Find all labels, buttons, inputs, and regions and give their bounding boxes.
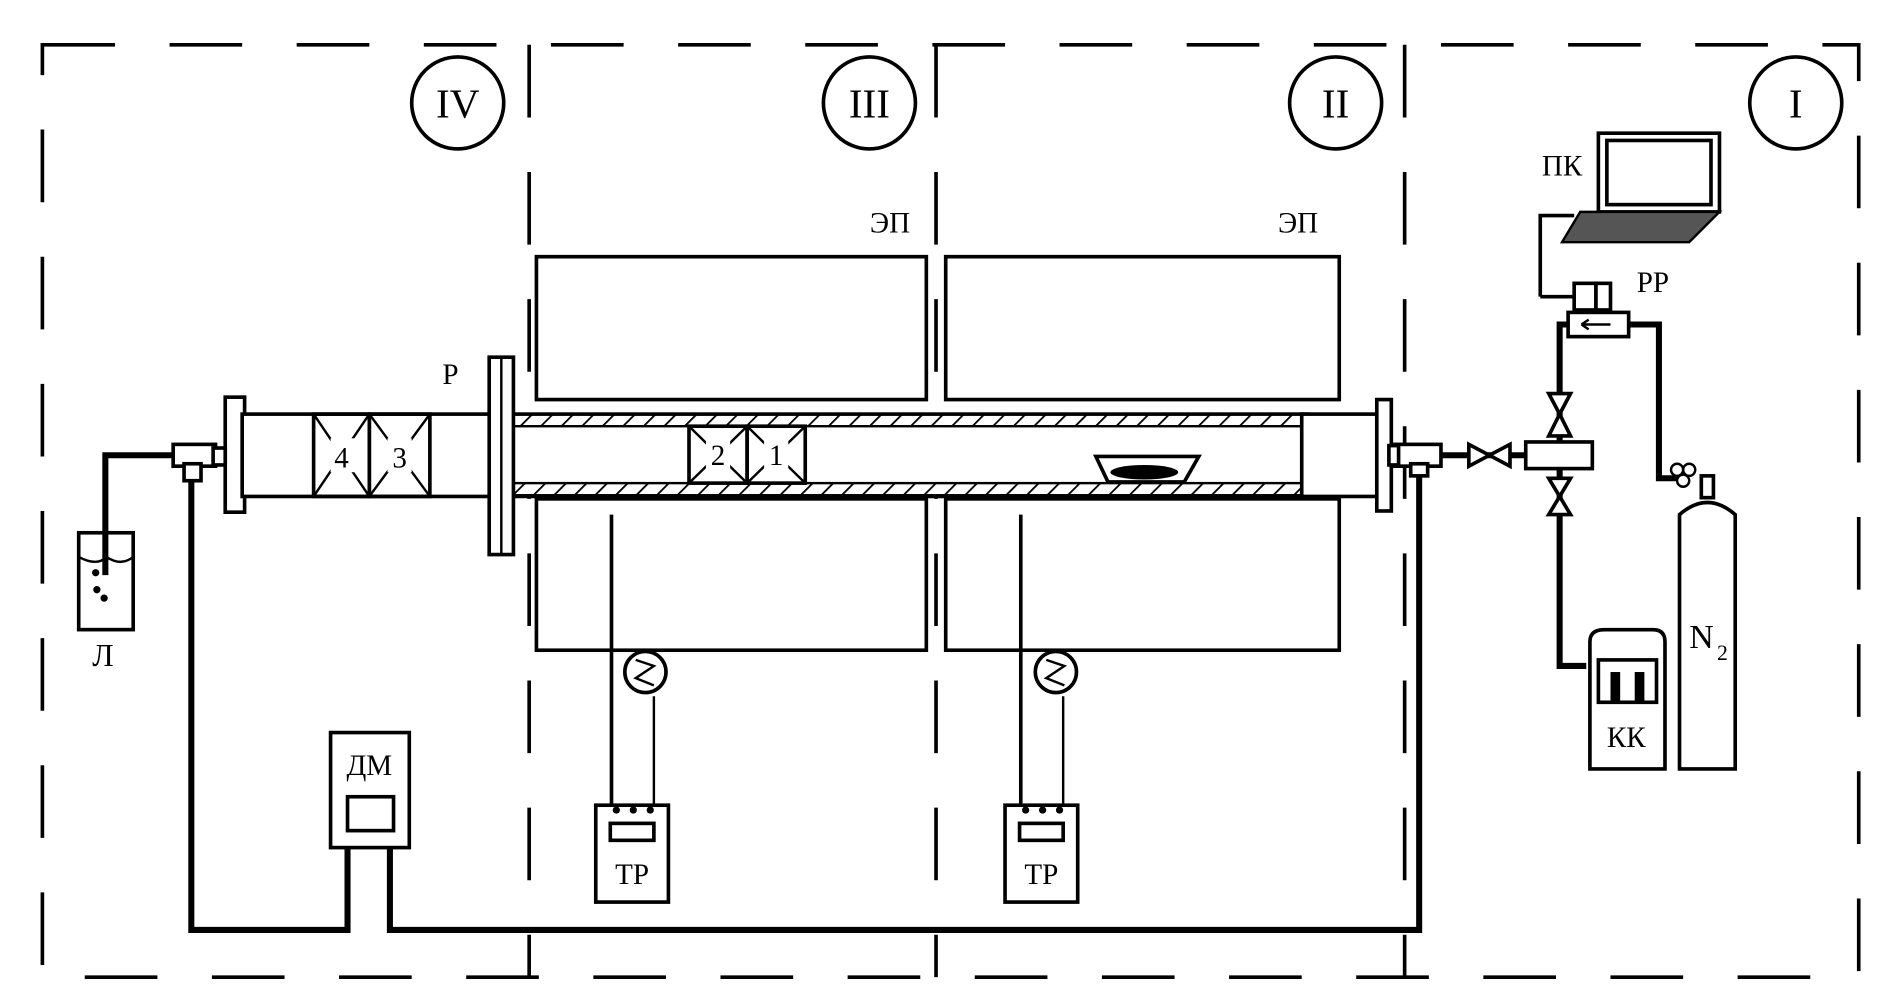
electric-furnace-1 [534, 254, 929, 653]
furnace-label-1: ЭП [870, 207, 910, 239]
gas-cylinder-n2: N 2 [1669, 462, 1738, 771]
bubbler-l [76, 530, 136, 632]
svg-text:ДМ: ДМ [346, 750, 392, 782]
svg-text:КК: КК [1607, 722, 1646, 754]
svg-text:II: II [1322, 80, 1349, 126]
laptop-pc [1559, 131, 1723, 244]
bubbler-label: Л [92, 638, 113, 673]
flange-label-p: Р [442, 359, 458, 391]
thermocouple-2: ТР [1003, 514, 1080, 904]
differential-manometer: ДМ [328, 730, 412, 850]
svg-text:N: N [1689, 619, 1713, 656]
temperature-regulator-label-2: ТР [1024, 859, 1058, 891]
svg-text:2: 2 [1717, 641, 1728, 665]
svg-text:1: 1 [769, 440, 784, 472]
sample-cassette-1: 1 [745, 424, 808, 485]
zone-label-iii: III [821, 55, 918, 151]
svg-text:2: 2 [711, 440, 726, 472]
zone-label-ii: II [1287, 55, 1384, 151]
svg-text:I: I [1789, 80, 1803, 126]
svg-text:III: III [849, 80, 890, 126]
svg-text:3: 3 [392, 442, 407, 474]
temperature-regulator-label-1: ТР [615, 859, 649, 891]
thermocouple-1: ТР [593, 514, 671, 904]
electric-furnace-2 [943, 254, 1342, 653]
valve-horizontal [1467, 441, 1512, 470]
furnace-label-2: ЭП [1278, 207, 1318, 239]
valve-upper [1545, 391, 1574, 438]
tee-right [1387, 442, 1443, 478]
valve-lower [1545, 476, 1574, 517]
flow-regulator [1566, 281, 1631, 339]
zone-label-i: I [1747, 55, 1844, 151]
compressor-kk: КК [1588, 627, 1667, 771]
gas-manifold [1523, 440, 1595, 471]
sample-boat [1092, 454, 1202, 484]
flow-regulator-label: РР [1637, 267, 1669, 299]
pc-label: ПК [1542, 151, 1583, 183]
sample-cassette-3: 3 [367, 412, 432, 499]
sample-cassette-2: 2 [687, 424, 749, 485]
zone-borders [40, 42, 1861, 979]
zone-label-iv: IV [409, 55, 506, 151]
svg-text:IV: IV [436, 80, 480, 126]
tee-left [171, 442, 228, 483]
svg-text:4: 4 [334, 442, 349, 474]
